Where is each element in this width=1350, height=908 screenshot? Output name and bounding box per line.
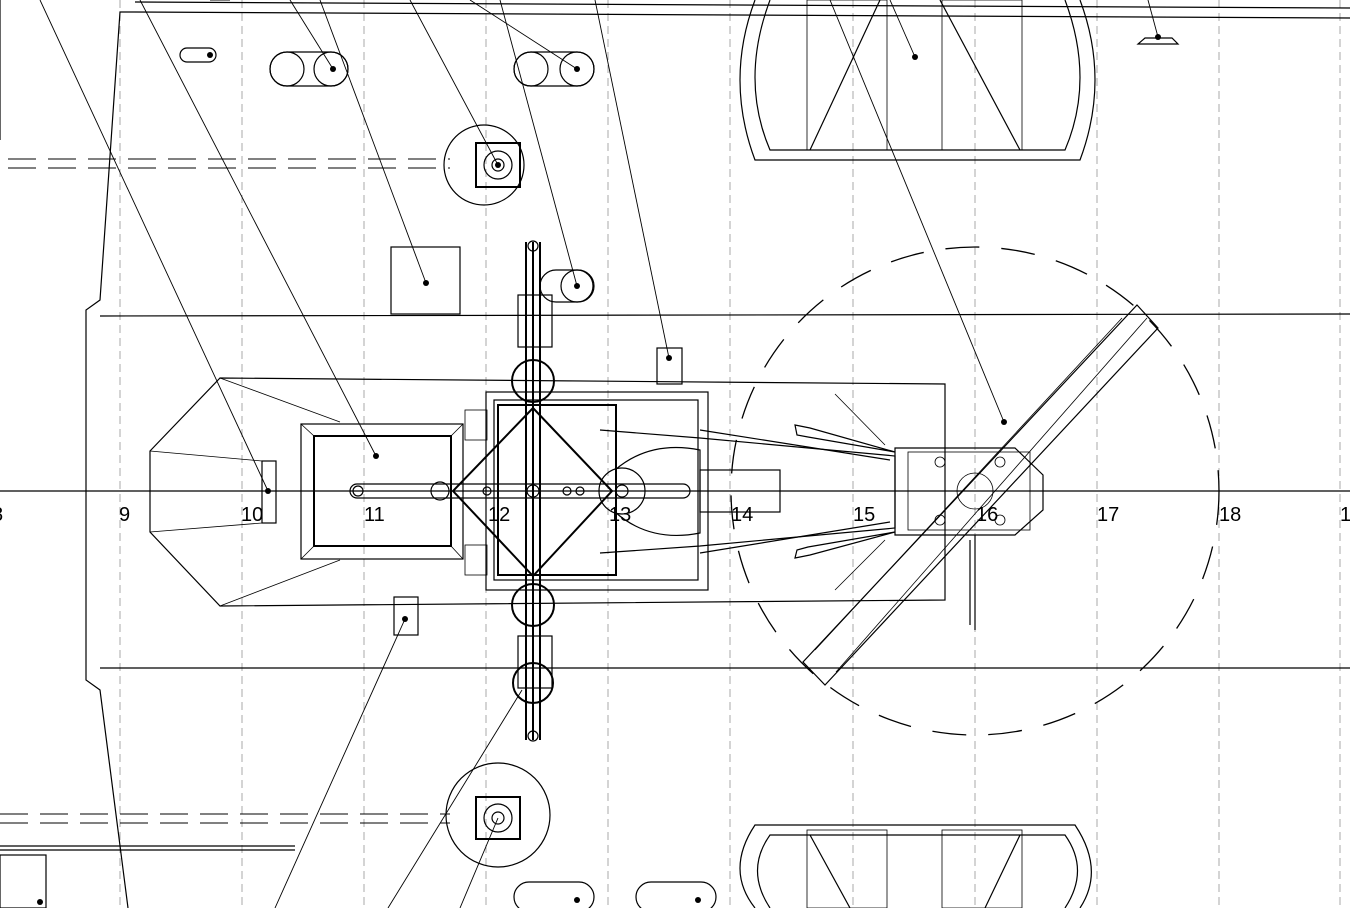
frame-label: 9 [119, 504, 130, 526]
frame-grid [119, 0, 1341, 908]
dashed-rail-lines [0, 158, 450, 824]
frame-label: 11 [364, 504, 385, 526]
frame-label: 13 [609, 504, 631, 526]
lower-liferaft-frame [739, 824, 1092, 908]
bollards [179, 47, 717, 908]
deckhouse-outline [149, 377, 946, 607]
equipment-items [0, 37, 1180, 908]
frame-label: 14 [731, 504, 753, 526]
leader-dots [37, 34, 1161, 905]
capstan [445, 762, 551, 868]
frame-label: 18 [1219, 504, 1241, 526]
upper-liferaft-frame [739, 0, 1096, 161]
crane-boom [599, 424, 1044, 630]
crane-pedestal [349, 240, 709, 742]
frame-label: 16 [976, 504, 998, 526]
frame-label: 17 [1097, 504, 1119, 526]
frame-label: 15 [853, 504, 875, 526]
frame-labels: 8 9 10 11 12 13 14 15 16 17 18 1 [0, 504, 1350, 526]
capstan [443, 124, 525, 206]
crane-jib [802, 304, 1159, 686]
frame-label: 12 [488, 504, 510, 526]
frame-label: 10 [241, 504, 263, 526]
capstans [443, 124, 551, 868]
frame-label: 1 [1340, 504, 1350, 526]
hatch-cover [300, 423, 464, 560]
leader-lines [39, 0, 1159, 908]
slewing-radius [730, 246, 1220, 736]
frame-label: 8 [0, 504, 3, 526]
